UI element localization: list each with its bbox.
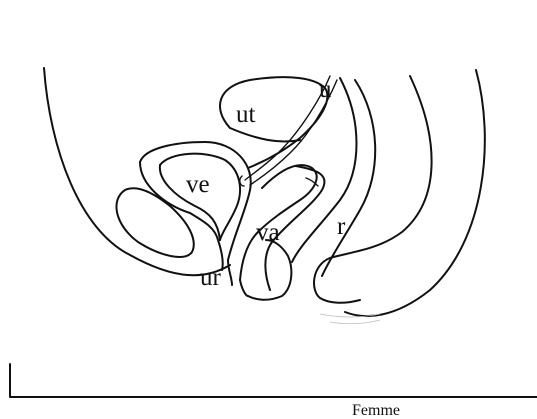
- label-ureter: u: [319, 76, 332, 103]
- rectum-inner-right: [322, 80, 375, 276]
- baseline-bracket: [10, 364, 537, 397]
- label-uterus: ut: [236, 101, 256, 128]
- label-bladder: ve: [186, 171, 210, 198]
- rectum-back-wall: [314, 76, 432, 303]
- uterus-lower-outline: [230, 128, 300, 142]
- label-rectum: r: [337, 213, 346, 240]
- bladder-outer: [140, 142, 251, 260]
- cervix-mark: [240, 176, 244, 186]
- skin-texture-2: [330, 320, 380, 324]
- label-vagina: va: [256, 219, 280, 246]
- body-contour-right: [345, 70, 485, 316]
- diagram-caption: Femme: [352, 402, 400, 419]
- label-urethra: ur: [200, 264, 222, 291]
- urethra-wall-left: [228, 260, 232, 285]
- perineum-line: [240, 280, 248, 296]
